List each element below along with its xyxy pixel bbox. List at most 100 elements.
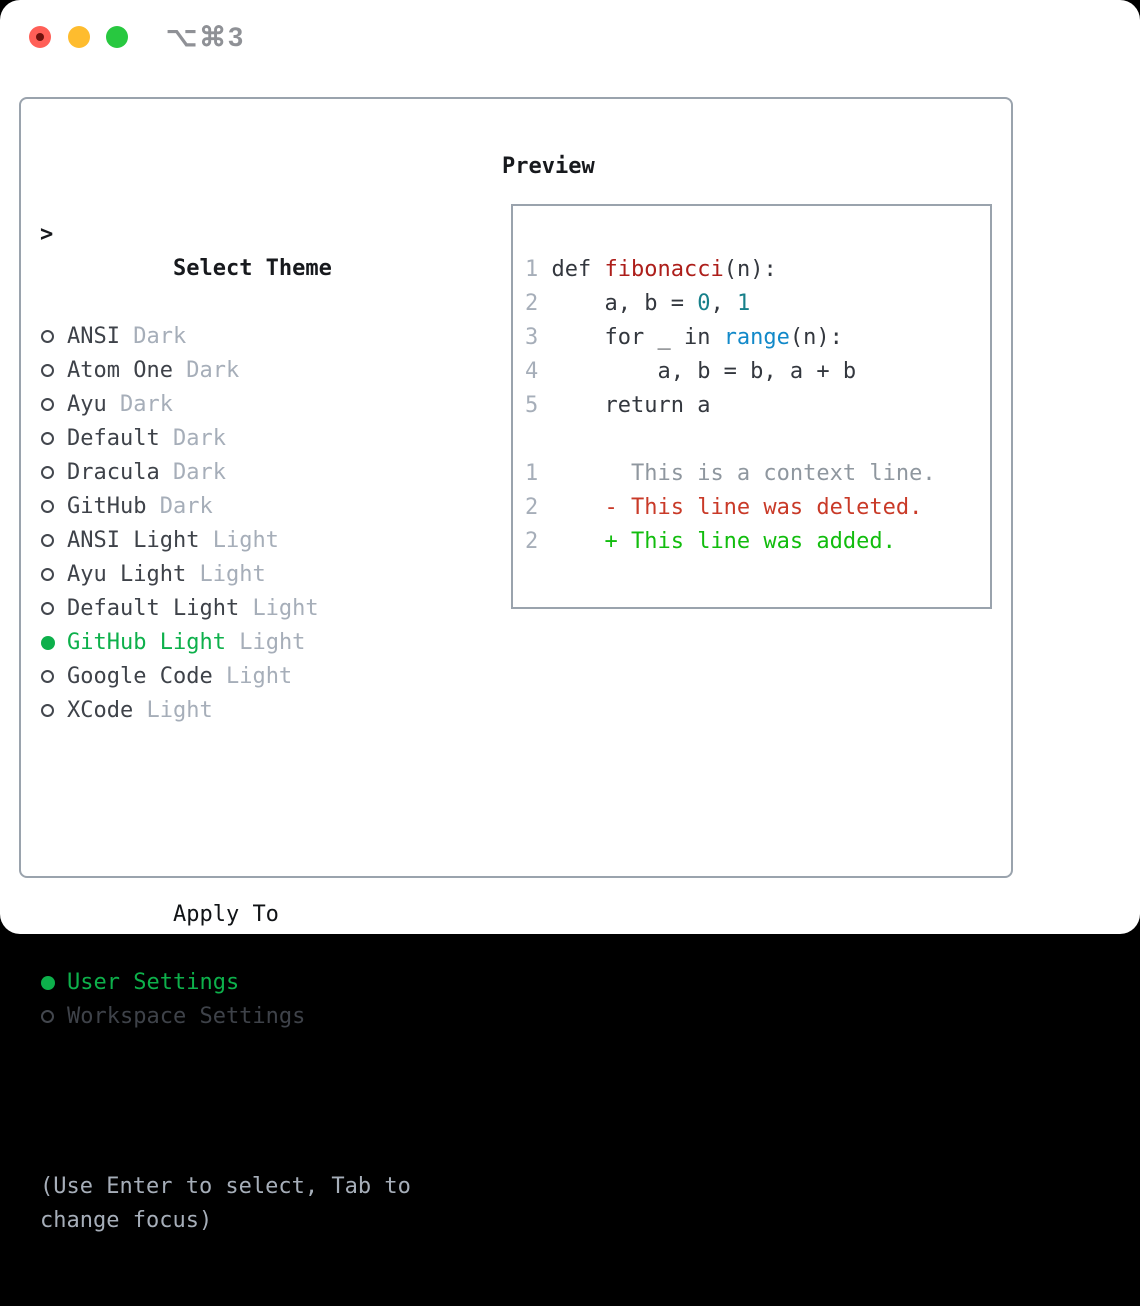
theme-option-xcode[interactable]: XCode Light xyxy=(40,694,455,728)
theme-variant-tag: Dark xyxy=(133,324,187,349)
code-token: def xyxy=(551,257,605,282)
line-number: 1 xyxy=(525,257,552,282)
code-token: a, b = b, a + b xyxy=(551,359,857,384)
theme-option-default[interactable]: Default Dark xyxy=(40,422,455,456)
radio-icon xyxy=(41,432,54,445)
radio-icon xyxy=(41,704,54,717)
theme-option-github-light[interactable]: GitHub Light Light xyxy=(40,626,455,660)
option-label: ANSI Light xyxy=(67,528,200,553)
option-label: Default Light xyxy=(67,596,240,621)
radio-icon xyxy=(41,466,54,479)
theme-variant-tag: Light xyxy=(199,562,266,587)
code-line: 2 a, b = 0, 1 xyxy=(525,287,936,321)
theme-variant-tag: Light xyxy=(239,630,306,655)
code-token: range xyxy=(723,325,790,350)
line-number: 2 xyxy=(525,291,552,316)
code-token: return a xyxy=(551,393,711,418)
preview-heading: Preview xyxy=(502,154,595,179)
apply-option-workspace-settings[interactable]: Workspace Settings xyxy=(40,1000,455,1034)
theme-option-default-light[interactable]: Default Light Light xyxy=(40,592,455,626)
code-token: - This line was deleted. xyxy=(551,495,923,520)
theme-option-ansi[interactable]: ANSI Dark xyxy=(40,320,455,354)
option-label: Google Code xyxy=(67,664,213,689)
radio-selected-icon xyxy=(41,636,55,650)
line-number: 1 xyxy=(525,461,552,486)
theme-variant-tag: Dark xyxy=(186,358,240,383)
theme-option-ayu[interactable]: Ayu Dark xyxy=(40,388,455,422)
minimize-button[interactable] xyxy=(68,26,90,48)
theme-option-ayu-light[interactable]: Ayu Light Light xyxy=(40,558,455,592)
option-label: XCode xyxy=(67,698,134,723)
code-line: 5 return a xyxy=(525,389,936,423)
close-button[interactable] xyxy=(29,26,51,48)
zoom-button[interactable] xyxy=(106,26,128,48)
theme-variant-tag: Dark xyxy=(159,494,213,519)
code-token: (n): xyxy=(723,257,777,282)
option-label: GitHub xyxy=(67,494,147,519)
radio-icon xyxy=(41,398,54,411)
code-token: (n): xyxy=(789,325,843,350)
option-label: GitHub Light xyxy=(67,630,226,655)
radio-icon xyxy=(41,568,54,581)
radio-icon xyxy=(41,500,54,513)
radio-icon xyxy=(41,1010,54,1023)
prompt-icon: > xyxy=(40,222,54,247)
apply-to-label: Apply To xyxy=(172,902,279,927)
titlebar: ⌥⌘3 xyxy=(0,0,1140,75)
option-label: Ayu Light xyxy=(67,562,187,587)
code-token: 1 xyxy=(736,291,751,316)
radio-icon xyxy=(41,670,54,683)
code-token: for _ in xyxy=(551,325,724,350)
theme-variant-tag: Dark xyxy=(120,392,173,417)
code-line: 1 This is a context line. xyxy=(525,457,936,491)
code-line: 2 - This line was deleted. xyxy=(525,491,936,525)
radio-selected-icon xyxy=(41,976,55,990)
option-label: Ayu xyxy=(67,392,107,417)
window-shortcut-label: ⌥⌘3 xyxy=(166,22,246,52)
theme-option-google-code[interactable]: Google Code Light xyxy=(40,660,455,694)
code-token: , xyxy=(710,291,737,316)
radio-icon xyxy=(41,364,54,377)
apply-to-heading: Apply To xyxy=(40,864,455,927)
radio-icon xyxy=(41,602,54,615)
option-label: Atom One xyxy=(67,358,173,383)
hint-text: (Use Enter to select, Tab to change focu… xyxy=(40,1174,411,1233)
theme-variant-tag: Dark xyxy=(172,460,226,485)
apply-option-user-settings[interactable]: User Settings xyxy=(40,966,455,1000)
theme-variant-tag: Light xyxy=(212,528,279,553)
theme-variant-tag: Light xyxy=(252,596,319,621)
code-line: 3 for _ in range(n): xyxy=(525,321,936,355)
option-label: Workspace Settings xyxy=(67,1004,306,1029)
theme-option-github[interactable]: GitHub Dark xyxy=(40,490,455,524)
code-token: fibonacci xyxy=(604,257,724,282)
theme-variant-tag: Light xyxy=(225,664,293,689)
line-number: 2 xyxy=(525,495,552,520)
code-line xyxy=(525,423,936,457)
line-number: 3 xyxy=(525,325,552,350)
code-token: 0 xyxy=(697,291,711,316)
radio-icon xyxy=(41,534,54,547)
theme-variant-tag: Dark xyxy=(172,426,226,451)
code-token: + This line was added. xyxy=(551,529,896,554)
option-label: Default xyxy=(67,426,160,451)
code-line: 4 a, b = b, a + b xyxy=(525,355,936,389)
line-number: 2 xyxy=(525,529,552,554)
theme-option-dracula[interactable]: Dracula Dark xyxy=(40,456,455,490)
line-number: 5 xyxy=(525,393,552,418)
option-label: User Settings xyxy=(67,970,240,995)
code-line: 1 def fibonacci(n): xyxy=(525,253,936,287)
theme-option-atom-one[interactable]: Atom One Dark xyxy=(40,354,455,388)
option-label: Dracula xyxy=(67,460,160,485)
theme-option-ansi-light[interactable]: ANSI Light Light xyxy=(40,524,455,558)
code-token: a, b = xyxy=(551,291,698,316)
select-theme-label: Select Theme xyxy=(172,256,332,281)
line-number: 4 xyxy=(525,359,552,384)
option-label: ANSI xyxy=(67,324,120,349)
